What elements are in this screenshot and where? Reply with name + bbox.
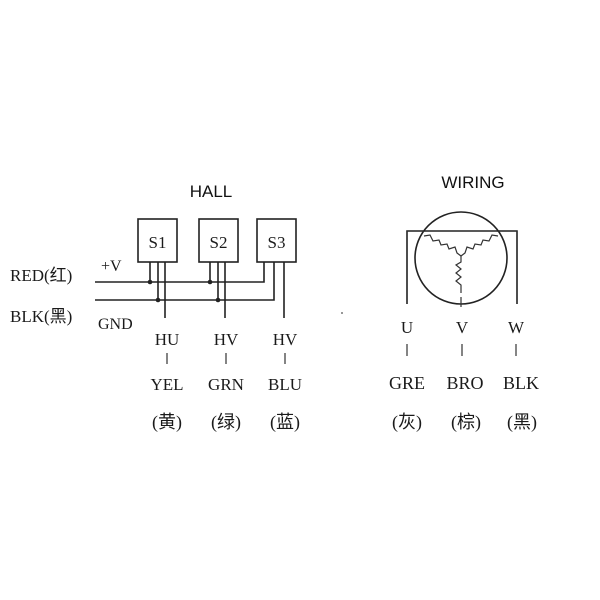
junction-dot (215, 297, 221, 303)
phase-u-color-label: GRE (389, 373, 425, 393)
junction-dot (207, 279, 213, 285)
phase-w-color-label: BLK (503, 373, 539, 393)
speck (341, 312, 343, 314)
phase-w-color-cn-label: (黑) (507, 412, 537, 433)
ground-rail (95, 262, 275, 301)
ground-label: GND (98, 316, 133, 333)
s3-color-label: BLU (268, 375, 302, 394)
hall-sensor-s2: S2 (198, 218, 239, 263)
phase-v-color-cn-label: (棕) (451, 412, 481, 433)
s2-signal-label: HV (214, 330, 239, 349)
s2-color-label: GRN (208, 375, 244, 394)
hall-title: HALL (190, 182, 233, 201)
s1-color-cn-label: (黄) (152, 412, 182, 433)
phase-v-color-label: BRO (446, 373, 483, 393)
sensor-s1-label: S1 (149, 233, 167, 252)
phase-u-label: U (401, 318, 413, 337)
s3-color-cn-label: (蓝) (270, 412, 300, 433)
s1-color-label: YEL (150, 375, 183, 394)
hall-sensor-s3: S3 (256, 218, 297, 263)
winding-u-coil (423, 234, 462, 257)
winding-w-coil (460, 234, 499, 257)
sensor-s2-label: S2 (210, 233, 228, 252)
winding-v-coil (454, 256, 462, 293)
motor-frame (406, 230, 518, 304)
s1-signal-label: HU (155, 330, 180, 349)
sensor-s3-label: S3 (268, 233, 286, 252)
hall-sensor-s1: S1 (137, 218, 178, 263)
phase-v-label: V (456, 318, 469, 337)
phase-w-label: W (508, 318, 525, 337)
black-wire-label: BLK(黑) (10, 307, 72, 326)
phase-u-color-cn-label: (灰) (392, 412, 422, 433)
junction-dot (147, 279, 153, 285)
s2-color-cn-label: (绿) (211, 412, 241, 433)
power-label: +V (101, 258, 122, 275)
s3-signal-label: HV (273, 330, 298, 349)
junction-dot (155, 297, 161, 303)
red-wire-label: RED(红) (10, 266, 72, 285)
wiring-title: WIRING (441, 173, 504, 192)
